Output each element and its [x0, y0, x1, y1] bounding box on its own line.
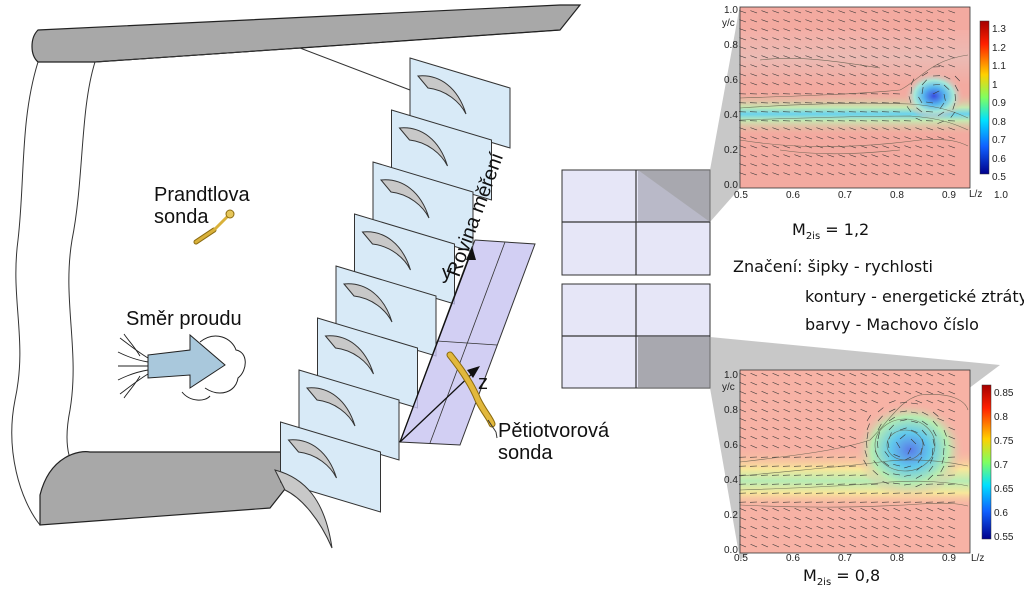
- mach-sub: 2is: [806, 231, 820, 242]
- prandtl-probe-label: Prandtlova sonda: [154, 184, 250, 228]
- chart-lower-colorbar-tick: 0.6: [994, 508, 1008, 519]
- chart-upper-colorbar-tick: 0.8: [992, 117, 1006, 128]
- chart-upper-ytick: 0.4: [724, 110, 738, 121]
- chart-lower-xlabel: L/z: [971, 553, 984, 564]
- tunnel-left-outline: [12, 62, 40, 525]
- chart-upper-colorbar-tick: 0.7: [992, 135, 1006, 146]
- chart-upper-colorbar-tick: 0.6: [992, 154, 1006, 165]
- chart-lower-xtick: 0.8: [890, 553, 904, 564]
- chart-upper-colorbar-tick: 1.2: [992, 43, 1006, 54]
- chart-upper-xtick: 0.6: [786, 190, 800, 201]
- chart-lower-ytick: 0.0: [724, 545, 738, 556]
- chart-upper-colorbar-tick: 1: [992, 80, 998, 91]
- chart-lower-colorbar-tick: 0.85: [994, 388, 1013, 399]
- mach-value: = 1,2: [825, 220, 869, 239]
- chart-upper-xtick: 1.0: [994, 190, 1008, 201]
- chart-upper-xlabel: L/z: [969, 189, 982, 200]
- chart-upper-ytick: 0.8: [724, 40, 738, 51]
- legend-colors: barvy - Machovo číslo: [805, 315, 979, 334]
- five-hole-label-line1: Pětiotvorová: [498, 420, 609, 442]
- tunnel-top-wall: [32, 5, 580, 62]
- prandtl-label-line1: Prandtlova: [154, 184, 250, 206]
- chart-upper-colorbar-tick: 1.3: [992, 24, 1006, 35]
- chart-lower-ytick: 1.0: [724, 370, 738, 381]
- axis-z-label: z: [478, 372, 488, 394]
- prandtl-label-line2: sonda: [154, 206, 250, 228]
- chart-lower-xtick: 0.9: [942, 553, 956, 564]
- flow-direction-arrow-icon: [118, 334, 245, 400]
- chart-upper-colorbar-tick: 0.5: [992, 172, 1006, 183]
- chart-lower-mach-label: M2is = 0,8: [803, 566, 880, 588]
- mach-value: = 0,8: [836, 566, 880, 585]
- chart-lower-colorbar-tick: 0.75: [994, 436, 1013, 447]
- legend-arrows: šipky - rychlosti: [808, 257, 933, 276]
- chart-upper-xtick: 0.5: [734, 190, 748, 201]
- five-hole-label-line2: sonda: [498, 442, 609, 464]
- tunnel-bottom-wall: [40, 452, 300, 525]
- chart-lower-colorbar-tick: 0.8: [994, 412, 1008, 423]
- legend-contours: kontury - energetické ztráty: [805, 287, 1024, 306]
- chart-lower-ytick: 0.6: [724, 440, 738, 451]
- chart-lower-colorbar-tick: 0.65: [994, 484, 1013, 495]
- chart-upper-xtick: 0.7: [838, 190, 852, 201]
- legend-title: Značení:: [733, 257, 803, 276]
- chart-lower-ytick: 0.8: [724, 405, 738, 416]
- chart-lower-ytick: 0.2: [724, 510, 738, 521]
- legend-line-arrows: Značení: šipky - rychlosti: [733, 257, 933, 276]
- chart-lower-xtick: 0.7: [838, 553, 852, 564]
- chart-upper-ytick: 0.2: [724, 145, 738, 156]
- five-hole-probe-label: Pětiotvorová sonda: [498, 420, 609, 464]
- mach-base: M: [803, 566, 817, 585]
- chart-lower-xtick: 0.6: [786, 553, 800, 564]
- mach-sub: 2is: [817, 577, 831, 588]
- chart-upper-xtick: 0.8: [890, 190, 904, 201]
- flow-direction-label: Směr proudu: [126, 308, 242, 330]
- mach-base: M: [792, 220, 806, 239]
- chart-upper-colorbar-tick: 1.1: [992, 61, 1006, 72]
- chart-upper-ytick: 0.6: [724, 75, 738, 86]
- chart-upper-ylabel: y/c: [722, 18, 735, 29]
- tunnel-inner-outline: [67, 62, 95, 470]
- chart-lower-colorbar: [982, 385, 991, 539]
- chart-upper-colorbar: [980, 21, 989, 174]
- chart-upper-xtick: 0.9: [942, 190, 956, 201]
- chart-upper-ytick: 0.0: [724, 180, 738, 191]
- chart-lower-ylabel: y/c: [722, 382, 735, 393]
- chart-lower-colorbar-tick: 0.7: [994, 460, 1008, 471]
- chart-lower: [739, 370, 991, 553]
- chart-upper: [739, 7, 989, 188]
- chart-lower-ytick: 0.4: [724, 475, 738, 486]
- chart-lower-colorbar-tick: 0.55: [994, 532, 1013, 543]
- chart-upper-mach-label: M2is = 1,2: [792, 220, 869, 242]
- chart-upper-ytick: 1.0: [724, 5, 738, 16]
- axis-y-label: y: [442, 262, 452, 284]
- chart-upper-colorbar-tick: 0.9: [992, 98, 1006, 109]
